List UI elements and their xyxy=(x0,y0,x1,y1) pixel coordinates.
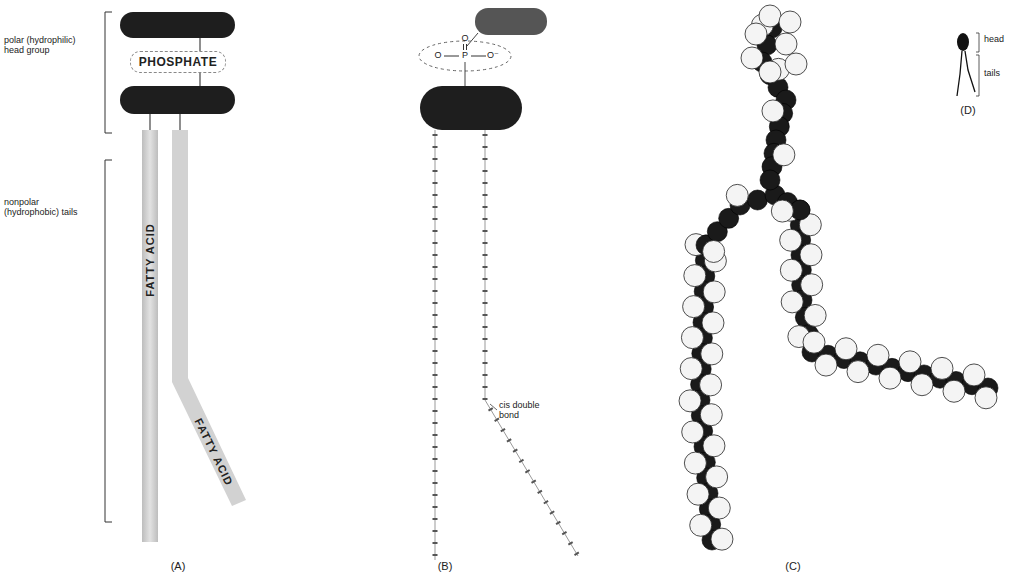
hydrogen-atom xyxy=(700,374,722,396)
annotation: polar (hydrophilic) head group xyxy=(4,36,88,56)
head-bracket xyxy=(976,33,979,52)
hydrogen-atom xyxy=(759,61,781,83)
annotation: nonpolar (hydrophobic) tails xyxy=(4,198,78,218)
hydrogen-atom xyxy=(780,229,802,251)
carbon-atom xyxy=(748,190,768,210)
annotation: FATTY ACID xyxy=(192,416,235,487)
panel-label: (A) xyxy=(171,560,186,572)
annotation: head xyxy=(984,35,1004,45)
atom-symbol: P xyxy=(462,51,468,61)
annotation: tails xyxy=(984,69,1000,79)
hydrogen-atom xyxy=(803,331,825,353)
carbon-atom xyxy=(760,170,780,190)
hydrogen-atom xyxy=(780,259,802,281)
hydrogen-atom xyxy=(779,11,801,33)
hydrogen-atom xyxy=(680,358,702,380)
panel-label: (D) xyxy=(960,104,975,116)
hydrogen-atom xyxy=(963,364,985,386)
hydrogen-atom xyxy=(690,514,712,536)
bond-line xyxy=(465,62,466,86)
bond-line xyxy=(463,44,464,50)
hydrogen-atom xyxy=(867,344,889,366)
hydrogen-atom xyxy=(975,387,997,409)
group-name: PHOSPHATE xyxy=(139,55,217,69)
head-icon xyxy=(957,33,969,51)
hydrogen-atom xyxy=(759,5,781,27)
hydrogen-atom xyxy=(679,390,701,412)
hydrogen-atom xyxy=(687,483,709,505)
tails-bracket xyxy=(105,160,112,522)
hydrogen-atom xyxy=(701,343,723,365)
glycerol-block xyxy=(420,86,522,130)
hydrogen-atom xyxy=(773,144,795,166)
hydrogen-atom xyxy=(684,265,706,287)
hydrogen-atom xyxy=(835,338,857,360)
hydrogen-atom xyxy=(781,291,803,313)
hydrogen-atom xyxy=(741,47,763,69)
hydrogen-atom xyxy=(801,274,823,296)
hydrogen-atom xyxy=(708,497,730,519)
hydrogen-atom xyxy=(703,240,725,262)
carbon-chain xyxy=(433,134,438,560)
head-bracket xyxy=(105,12,112,133)
leader-line xyxy=(490,404,497,410)
hydrogen-atom xyxy=(879,367,901,389)
tail-line xyxy=(965,51,975,92)
hydrogen-atom xyxy=(700,404,722,426)
hydrogen-atom xyxy=(762,100,784,122)
atom-symbol: O xyxy=(461,34,468,44)
hydrogen-atom xyxy=(706,466,728,488)
hydrogen-atom xyxy=(815,354,837,376)
carbon-chain xyxy=(485,134,578,556)
tails-bracket xyxy=(976,55,979,96)
carbon-chain xyxy=(485,130,578,556)
hydrogen-atom xyxy=(931,357,953,379)
hydrogen-atom xyxy=(702,312,724,334)
hydrogen-atom xyxy=(684,452,706,474)
hydrogen-atom xyxy=(683,296,705,318)
bond-line xyxy=(466,44,467,50)
hydrogen-atom xyxy=(847,361,869,383)
hydrogen-atom xyxy=(703,435,725,457)
choline-block xyxy=(475,8,547,35)
hydrogen-atom xyxy=(745,23,767,45)
hydrogen-atom xyxy=(681,327,703,349)
hydrogen-atom xyxy=(943,380,965,402)
panel-label: (B) xyxy=(438,560,453,572)
atom-symbol: O xyxy=(434,51,441,61)
hydrogen-atom xyxy=(703,281,725,303)
bond-line xyxy=(444,56,459,57)
space-filling-model xyxy=(679,5,998,550)
bond-line xyxy=(467,33,478,46)
hydrogen-atom xyxy=(711,528,733,550)
bond-line xyxy=(471,56,486,57)
fatty-acid-tail xyxy=(142,130,158,542)
hydrogen-atom xyxy=(800,244,822,266)
panel-label: (C) xyxy=(785,560,800,572)
hydrogen-atom xyxy=(804,304,826,326)
atom-symbol: O⁻ xyxy=(487,51,499,61)
hydrogen-atom xyxy=(785,53,807,75)
bond-line xyxy=(179,114,180,130)
phosphate-group: PHOSPHATE xyxy=(130,51,226,73)
fatty-acid-tail xyxy=(172,130,246,506)
hydrogen-atom xyxy=(899,351,921,373)
glycerol-block xyxy=(120,86,235,114)
tail-line xyxy=(957,51,962,96)
hydrogen-atom xyxy=(682,421,704,443)
hydrogen-atom xyxy=(911,374,933,396)
hydrogen-atom xyxy=(726,184,748,206)
carbon-chain xyxy=(435,130,436,560)
annotation: cis double bond xyxy=(499,401,561,421)
annotation: FATTY ACID xyxy=(144,223,156,296)
hydrogen-atom xyxy=(771,200,793,222)
choline-block xyxy=(120,12,235,38)
hydrogen-atom xyxy=(775,33,797,55)
bond-line xyxy=(149,114,150,130)
